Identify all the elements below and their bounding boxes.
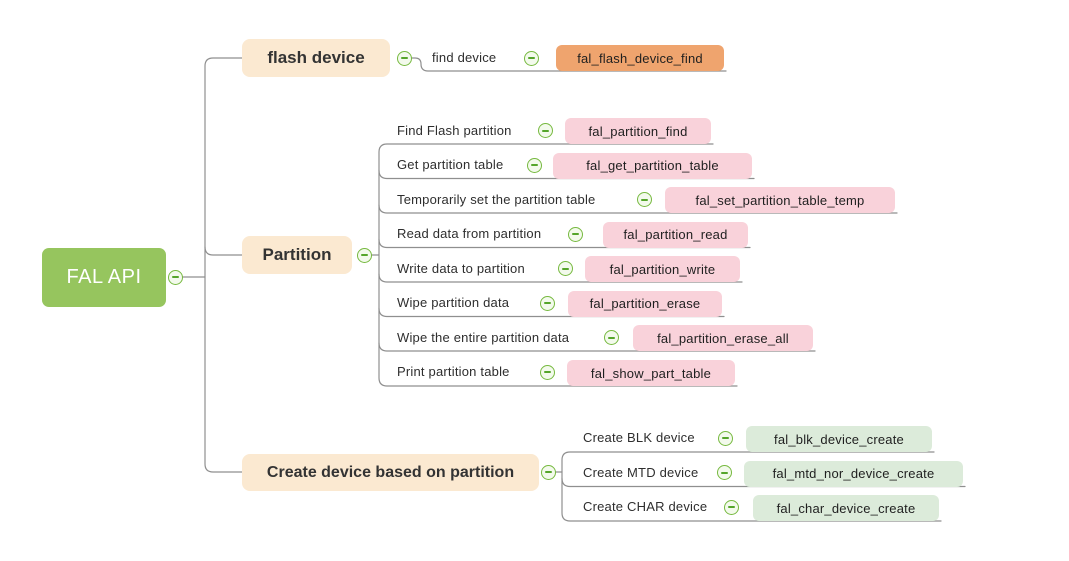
collapse-icon-write-data[interactable] [557,261,573,276]
collapse-icon-get-partition-table[interactable] [526,157,542,173]
api-node-fal-partition-write[interactable]: fal_partition_write [585,256,740,282]
collapse-icon-find-flash-partition[interactable] [537,123,553,138]
node-read-data-from-partition[interactable]: Read data from partition [397,226,542,241]
node-print-partition-table[interactable]: Print partition table [397,364,510,379]
api-node-fal-partition-erase[interactable]: fal_partition_erase [568,290,722,317]
api-node-fal-flash-device-find[interactable]: fal_flash_device_find [556,45,724,71]
node-find-flash-partition[interactable]: Find Flash partition [397,122,512,138]
collapse-icon-find-device[interactable] [523,50,539,66]
node-write-data-to-partition[interactable]: Write data to partition [397,260,525,276]
collapse-icon-wipe-partition[interactable] [539,295,555,311]
collapse-icon-print-partition-table[interactable] [539,364,555,380]
api-node-fal-partition-find[interactable]: fal_partition_find [565,118,711,144]
api-node-fal-get-partition-table[interactable]: fal_get_partition_table [553,152,752,179]
collapse-icon-flash-device[interactable] [396,50,412,66]
minus-icon [571,233,579,235]
collapse-icon-create-mtd[interactable] [716,465,732,480]
minus-icon [720,471,728,474]
api-node-fal-set-partition-table-temp[interactable]: fal_set_partition_table_temp [665,187,895,213]
node-create-char-device[interactable]: Create CHAR device [583,499,708,514]
minus-icon [360,254,368,256]
minus-icon [171,276,179,278]
minus-icon [543,302,551,304]
node-create-device[interactable]: Create device based on partition [242,454,539,491]
node-create-blk-device[interactable]: Create BLK device [583,430,695,445]
minus-icon [640,198,648,201]
collapse-icon-create-char[interactable] [723,499,739,515]
minus-icon [561,267,569,270]
collapse-icon-set-partition-table[interactable] [636,192,652,207]
collapse-icon-create-blk[interactable] [717,430,733,446]
api-node-fal-show-part-table[interactable]: fal_show_part_table [567,360,735,386]
minus-icon [527,57,535,59]
api-node-fal-char-device-create[interactable]: fal_char_device_create [753,495,939,521]
node-flash-device[interactable]: flash device [242,39,390,77]
node-find-device[interactable]: find device [432,50,497,65]
collapse-icon-read-data[interactable] [567,226,583,242]
node-temporarily-set-partition-table[interactable]: Temporarily set the partition table [397,191,596,207]
node-create-mtd-device[interactable]: Create MTD device [583,464,699,480]
minus-icon [530,164,538,166]
node-partition[interactable]: Partition [242,236,352,274]
collapse-icon-create-device[interactable] [540,464,556,480]
minus-icon [541,129,549,132]
minus-icon [727,506,735,508]
root-node-fal-api[interactable]: FAL API [42,248,166,307]
api-node-fal-mtd-nor-device-create[interactable]: fal_mtd_nor_device_create [744,460,963,487]
minus-icon [607,336,615,339]
node-wipe-partition-data[interactable]: Wipe partition data [397,295,510,310]
api-node-fal-partition-read[interactable]: fal_partition_read [603,221,748,248]
minus-icon [543,371,551,373]
collapse-icon-root[interactable] [167,269,183,285]
collapse-icon-partition[interactable] [356,247,372,263]
minus-icon [400,57,408,59]
node-wipe-entire-partition-data[interactable]: Wipe the entire partition data [397,329,570,345]
minus-icon [721,437,729,439]
api-node-fal-partition-erase-all[interactable]: fal_partition_erase_all [633,325,813,351]
api-node-fal-blk-device-create[interactable]: fal_blk_device_create [746,426,932,452]
collapse-icon-wipe-entire-partition[interactable] [603,330,619,345]
minus-icon [544,471,552,473]
node-get-partition-table[interactable]: Get partition table [397,157,504,172]
